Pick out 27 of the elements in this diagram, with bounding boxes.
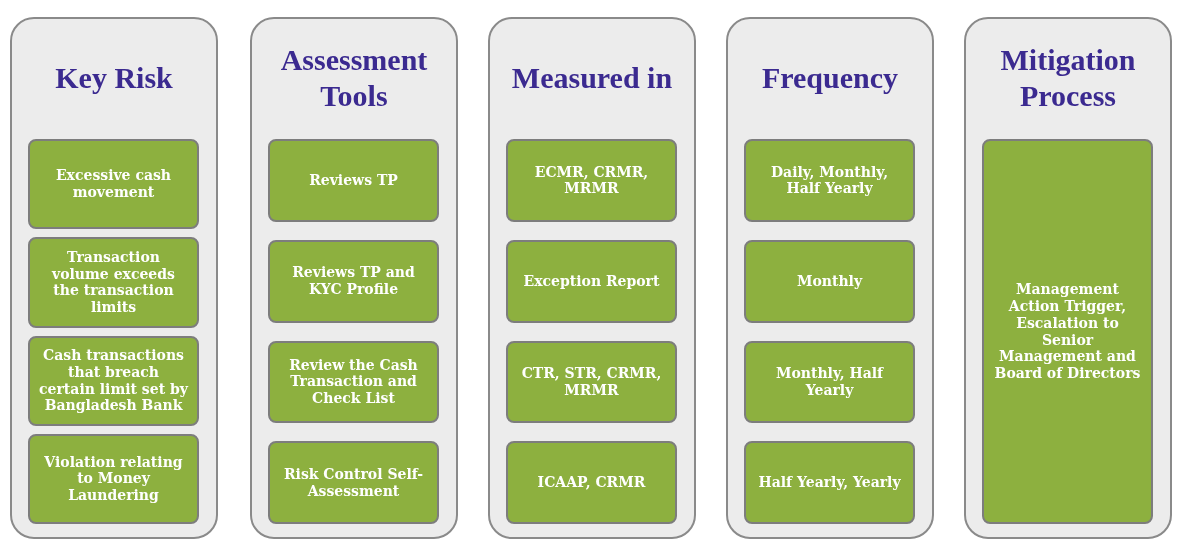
column-panel bbox=[726, 17, 934, 539]
item-card: Management Action Trigger, Escalation to Senior Management and Board of Directors bbox=[982, 139, 1153, 524]
column-panel bbox=[250, 17, 458, 539]
item-card: Risk Control Self-Assessment bbox=[268, 441, 439, 524]
column-heading: Key Risk bbox=[55, 60, 173, 96]
item-card: Violation relating to Money Laundering bbox=[28, 433, 199, 524]
item-card: Half Yearly, Yearly bbox=[744, 441, 915, 524]
column-panel bbox=[488, 17, 696, 539]
item-card: Transaction volume exceeds the transaction limits bbox=[28, 237, 199, 328]
item-card: Review the Cash Transaction and Check List bbox=[268, 340, 439, 424]
item-card: Reviews TP and KYC Profile bbox=[268, 239, 439, 323]
item-card: Monthly bbox=[744, 239, 915, 323]
column-heading: Assessment Tools bbox=[279, 42, 429, 114]
item-card: CTR, STR, CRMR, MRMR bbox=[506, 340, 677, 424]
column-panel bbox=[10, 17, 218, 539]
column-panel bbox=[964, 17, 1172, 539]
item-card: Cash transactions that breach certain limit set by Bangladesh Bank bbox=[28, 335, 199, 426]
item-card: Exception Report bbox=[506, 239, 677, 323]
item-card: ECMR, CRMR, MRMR bbox=[506, 139, 677, 222]
item-card: ICAAP, CRMR bbox=[506, 441, 677, 524]
item-card: Excessive cash movement bbox=[28, 139, 199, 230]
item-card: Monthly, Half Yearly bbox=[744, 340, 915, 424]
column-heading: Frequency bbox=[761, 60, 899, 96]
column-heading: Measured in bbox=[511, 60, 673, 96]
column-heading: Mitigation Process bbox=[999, 42, 1137, 114]
item-card: Reviews TP bbox=[268, 139, 439, 222]
item-card: Daily, Monthly, Half Yearly bbox=[744, 139, 915, 222]
